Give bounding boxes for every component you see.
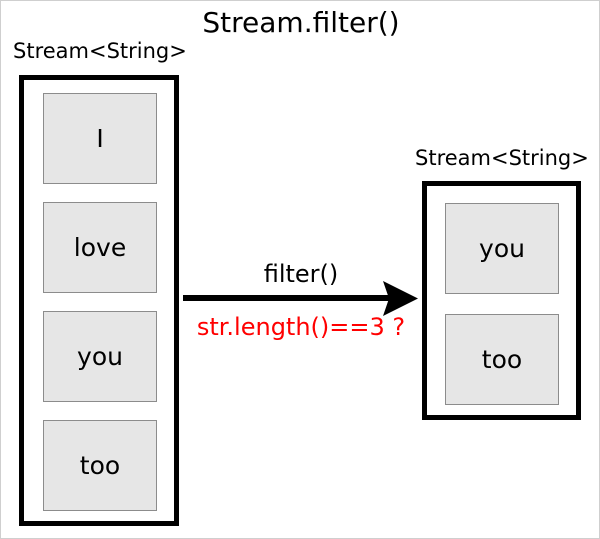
arrow-right-icon bbox=[183, 281, 418, 316]
filter-predicate-label: str.length()==3 ? bbox=[196, 313, 406, 341]
source-stream-label: Stream<String> bbox=[13, 39, 187, 63]
result-stream-item: you bbox=[445, 203, 559, 294]
source-stream-box: I love you too bbox=[19, 75, 179, 526]
source-stream-item: I bbox=[43, 93, 157, 184]
result-stream-label: Stream<String> bbox=[415, 146, 589, 170]
source-stream-item: too bbox=[43, 420, 157, 511]
filter-operation-label: filter() bbox=[263, 260, 339, 288]
result-stream-box: you too bbox=[422, 181, 581, 420]
source-stream-item: love bbox=[43, 202, 157, 293]
source-stream-item: you bbox=[43, 311, 157, 402]
result-stream-item: too bbox=[445, 314, 559, 405]
page-title: Stream.filter() bbox=[202, 6, 400, 39]
